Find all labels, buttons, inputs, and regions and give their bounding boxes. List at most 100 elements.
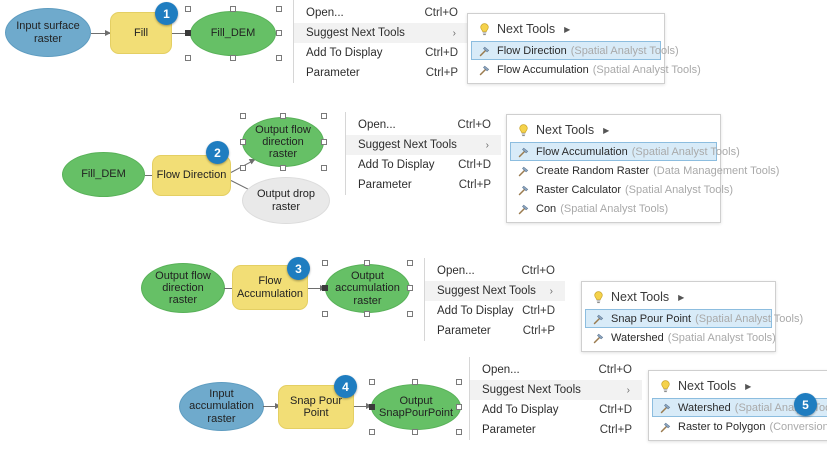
selection-handle[interactable] [407, 311, 413, 317]
menu-accel: Ctrl+O [521, 265, 555, 277]
selection-handle[interactable] [369, 429, 375, 435]
selection-handle[interactable] [240, 165, 246, 171]
flyout-title: Next Tools [536, 123, 595, 137]
menu-item-add-to-display[interactable]: Add To Display Ctrl+D [346, 155, 501, 175]
menu-accel: Ctrl+D [599, 404, 632, 416]
selection-handle[interactable] [369, 379, 375, 385]
selection-handle[interactable] [321, 165, 327, 171]
menu-item-add-to-display[interactable]: Add To Display Ctrl+D [425, 301, 565, 321]
menu-item-parameter[interactable]: Parameter Ctrl+P [470, 420, 642, 440]
menu-accel: Ctrl+D [522, 305, 555, 317]
node-output-flow-direction-raster-input[interactable]: Output flow direction raster [141, 263, 225, 313]
hammer-tool-icon [593, 332, 605, 344]
tool-toolbox: (Spatial Analyst Tools) [667, 331, 776, 344]
tool-item-snap-pour-point[interactable]: Snap Pour Point (Spatial Analyst Tools) [585, 309, 803, 328]
menu-item-open[interactable]: Open... Ctrl+O [346, 115, 501, 135]
flyout-padding [507, 218, 720, 222]
menu-item-open[interactable]: Open... Ctrl+O [470, 360, 642, 380]
node-input-surface-raster[interactable]: Input surface raster [5, 8, 91, 57]
node-input-accumulation-raster[interactable]: Input accumulation raster [179, 382, 264, 431]
menu-item-label: Open... [437, 265, 475, 277]
selection-handle[interactable] [321, 139, 327, 145]
tool-item-flow-direction[interactable]: Flow Direction (Spatial Analyst Tools) [471, 41, 679, 60]
step-badge-3: 3 [287, 257, 310, 280]
selection-handle[interactable] [230, 6, 236, 12]
menu-item-label: Parameter [482, 424, 536, 436]
menu-item-label: Parameter [437, 325, 491, 337]
tool-item-create-random-raster[interactable]: Create Random Raster (Data Management To… [510, 161, 779, 180]
menu-item-label: Suggest Next Tools [437, 285, 536, 297]
selection-handle[interactable] [185, 55, 191, 61]
tool-item-flow-accumulation[interactable]: Flow Accumulation (Spatial Analyst Tools… [510, 142, 740, 161]
tool-item-watershed[interactable]: Watershed (Spatial Analyst Tools) [585, 328, 776, 347]
selection-handle[interactable] [456, 429, 462, 435]
menu-item-label: Suggest Next Tools [306, 27, 405, 39]
selection-handle[interactable] [185, 30, 191, 36]
menu-item-parameter[interactable]: Parameter Ctrl+P [294, 63, 468, 83]
tool-toolbox: (Spatial Analyst Tools) [592, 63, 701, 76]
selection-handle[interactable] [240, 113, 246, 119]
selection-handle[interactable] [322, 260, 328, 266]
menu-item-suggest-next-tools[interactable]: Suggest Next Tools › [425, 281, 565, 301]
menu-item-suggest-next-tools[interactable]: Suggest Next Tools › [470, 380, 642, 400]
triangle-right-icon: ▶ [678, 292, 685, 302]
node-output-snappourpoint[interactable]: Output SnapPourPoint [371, 384, 461, 430]
selection-handle[interactable] [280, 165, 286, 171]
menu-item-parameter[interactable]: Parameter Ctrl+P [425, 321, 565, 341]
selection-handle[interactable] [412, 429, 418, 435]
tool-item-raster-to-polygon[interactable]: Raster to Polygon (Conversion Tools) [652, 417, 827, 436]
selection-handle[interactable] [364, 260, 370, 266]
selection-handle[interactable] [280, 113, 286, 119]
selection-handle[interactable] [412, 379, 418, 385]
menu-accel: Ctrl+O [598, 364, 632, 376]
menu-item-open[interactable]: Open... Ctrl+O [294, 3, 468, 23]
menu-accel: Ctrl+P [425, 67, 458, 79]
flyout-header: Next Tools ▶ [652, 375, 827, 397]
hammer-tool-icon [518, 165, 530, 177]
selection-handle[interactable] [364, 311, 370, 317]
node-fill-dem-input[interactable]: Fill_DEM [62, 152, 145, 197]
menu-item-suggest-next-tools[interactable]: Suggest Next Tools › [346, 135, 501, 155]
selection-handle[interactable] [322, 285, 328, 291]
context-menu: Open... Ctrl+O Suggest Next Tools › Add … [345, 112, 501, 195]
lightbulb-icon [593, 290, 604, 304]
selection-handle[interactable] [240, 139, 246, 145]
selection-handle[interactable] [407, 285, 413, 291]
menu-item-label: Add To Display [437, 305, 514, 317]
menu-item-open[interactable]: Open... Ctrl+O [425, 261, 565, 281]
selection-handle[interactable] [456, 404, 462, 410]
selection-handle[interactable] [276, 55, 282, 61]
node-output-drop-raster[interactable]: Output drop raster [242, 177, 330, 224]
selection-handle[interactable] [322, 311, 328, 317]
node-output-accumulation-raster[interactable]: Output accumulation raster [325, 264, 410, 313]
selection-handle[interactable] [185, 6, 191, 12]
tool-item-flow-accumulation[interactable]: Flow Accumulation (Spatial Analyst Tools… [471, 60, 701, 79]
tool-toolbox: (Spatial Analyst Tools) [624, 183, 734, 196]
menu-item-suggest-next-tools[interactable]: Suggest Next Tools › [294, 23, 468, 43]
tool-toolbox: (Spatial Analyst Tools) [631, 145, 740, 158]
selection-handle[interactable] [456, 379, 462, 385]
selection-handle[interactable] [230, 55, 236, 61]
tool-name: Con [536, 202, 557, 215]
menu-item-add-to-display[interactable]: Add To Display Ctrl+D [470, 400, 642, 420]
chevron-right-icon: › [549, 285, 553, 297]
selection-handle[interactable] [369, 404, 375, 410]
selection-handle[interactable] [321, 113, 327, 119]
selection-handle[interactable] [407, 260, 413, 266]
menu-item-parameter[interactable]: Parameter Ctrl+P [346, 175, 501, 195]
tool-item-con[interactable]: Con (Spatial Analyst Tools) [510, 199, 717, 218]
selection-handle[interactable] [276, 30, 282, 36]
selection-handle[interactable] [276, 6, 282, 12]
node-fill-dem-output[interactable]: Fill_DEM [190, 11, 276, 56]
hammer-tool-icon [593, 313, 605, 325]
tool-toolbox: (Spatial Analyst Tools) [560, 202, 669, 215]
tool-name: Snap Pour Point [611, 312, 692, 325]
menu-item-add-to-display[interactable]: Add To Display Ctrl+D [294, 43, 468, 63]
tool-item-raster-calculator[interactable]: Raster Calculator (Spatial Analyst Tools… [510, 180, 733, 199]
node-output-flow-direction-raster[interactable]: Output flow direction raster [242, 117, 324, 167]
tool-toolbox: (Data Management Tools) [653, 164, 780, 177]
menu-accel: Ctrl+P [599, 424, 632, 436]
hammer-tool-icon [660, 402, 672, 414]
flyout-title: Next Tools [678, 379, 737, 393]
flyout-padding [468, 79, 664, 83]
